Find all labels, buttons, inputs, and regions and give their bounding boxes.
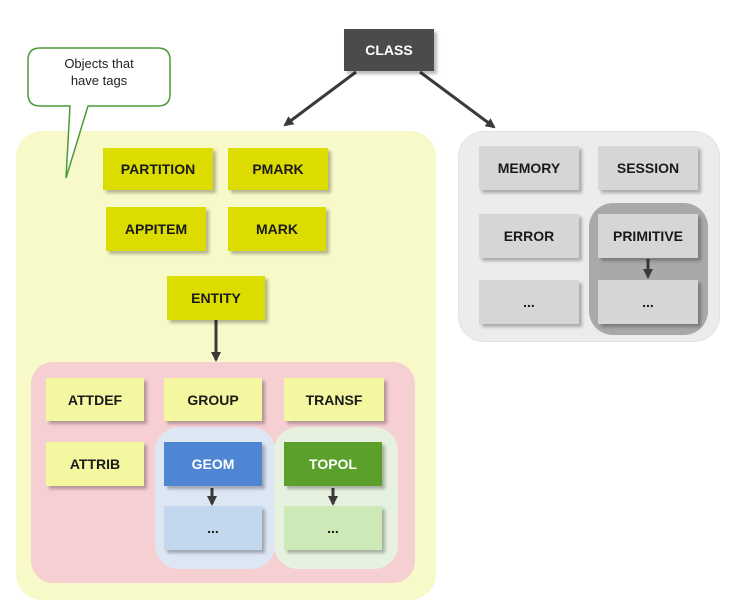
topol-children-label: ... <box>327 520 339 536</box>
error-label: ERROR <box>503 228 555 244</box>
class-to-untagged-arrow <box>419 70 496 129</box>
geom-children-node: ... <box>164 506 262 550</box>
attdef-node: ATTDEF <box>46 378 144 421</box>
memory-node: MEMORY <box>479 146 579 190</box>
transf-node: TRANSF <box>284 378 384 421</box>
primitive-node: PRIMITIVE <box>598 214 698 258</box>
appitem-node: APPITEM <box>106 207 206 251</box>
class-to-tagged-arrow <box>283 70 357 127</box>
topol-label: TOPOL <box>309 456 357 472</box>
partition-label: PARTITION <box>120 161 196 177</box>
callout-line-2: have tags <box>70 73 128 88</box>
entity-label: ENTITY <box>191 290 241 306</box>
attrib-label: ATTRIB <box>69 456 121 472</box>
session-node: SESSION <box>598 146 698 190</box>
other-untagged-label: ... <box>523 294 535 310</box>
group-node: GROUP <box>164 378 262 421</box>
callout-line-1: Objects that <box>64 56 134 71</box>
transf-label: TRANSF <box>305 391 363 408</box>
session-label: SESSION <box>616 160 680 176</box>
attrib-node: ATTRIB <box>46 442 144 486</box>
topol-children-node: ... <box>284 506 382 550</box>
geom-children-label: ... <box>207 520 219 536</box>
class-node: CLASS <box>344 29 434 71</box>
pmark-node: PMARK <box>228 148 328 190</box>
class-label: CLASS <box>365 42 413 58</box>
primitive-children-label: ... <box>642 294 654 310</box>
primitive-label: PRIMITIVE <box>612 228 683 244</box>
pmark-label: PMARK <box>252 161 304 177</box>
error-node: ERROR <box>479 214 579 258</box>
callout-bubble <box>27 47 171 179</box>
geom-node: GEOM <box>164 442 262 486</box>
other-untagged-node: ... <box>479 280 579 324</box>
mark-node: MARK <box>228 207 326 251</box>
partition-node: PARTITION <box>103 148 213 190</box>
memory-label: MEMORY <box>497 160 561 176</box>
mark-label: MARK <box>256 221 298 237</box>
group-label: GROUP <box>187 391 239 408</box>
attdef-label: ATTDEF <box>67 391 123 408</box>
appitem-label: APPITEM <box>124 221 188 237</box>
topol-node: TOPOL <box>284 442 382 486</box>
entity-node: ENTITY <box>167 276 265 320</box>
geom-label: GEOM <box>191 456 235 472</box>
primitive-children-node: ... <box>598 280 698 324</box>
callout-label: Objects that have tags <box>30 55 168 89</box>
